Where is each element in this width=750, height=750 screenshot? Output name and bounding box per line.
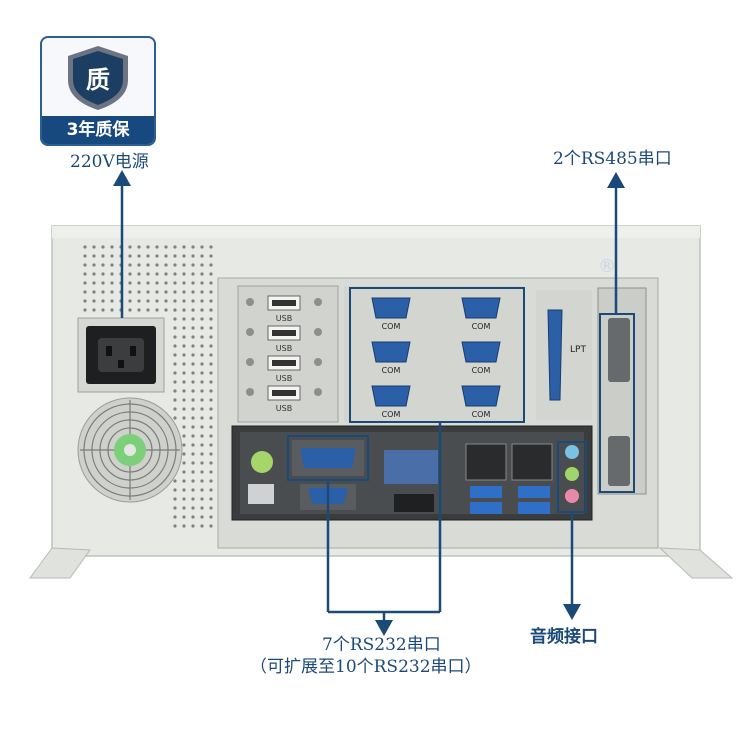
- left-foot: [29, 547, 91, 579]
- usb-ports: [267, 295, 301, 401]
- lpt-port: LPT: [536, 290, 592, 420]
- audio-label: 音频接口: [530, 627, 598, 647]
- badge-text: 3年质保: [42, 116, 154, 144]
- com-label: COM: [472, 366, 491, 375]
- com-label: COM: [472, 322, 491, 331]
- shield-icon: 质: [68, 46, 128, 110]
- com-label: COM: [382, 322, 401, 331]
- usb-label: USB: [276, 374, 292, 383]
- usb-label: USB: [276, 404, 292, 413]
- vent-holes: [80, 245, 216, 530]
- warranty-badge: 质 3年质保: [40, 36, 156, 146]
- com-label: COM: [472, 410, 491, 419]
- rs232-label-line2: （可扩展至10个RS232串口）: [250, 657, 482, 677]
- psu-fan: [77, 397, 183, 503]
- right-foot: [658, 547, 734, 579]
- badge-glyph: 质: [86, 66, 110, 94]
- io-shield-ports: [248, 440, 579, 514]
- com-highlight-box: [349, 287, 525, 423]
- com-label: COM: [382, 410, 401, 419]
- rs232-label-line1: 7个RS232串口: [322, 635, 441, 655]
- com-ports: [371, 297, 501, 407]
- com-label: COM: [382, 366, 401, 375]
- rs485-label: 2个RS485串口: [553, 149, 672, 169]
- rs485-card: [597, 287, 647, 495]
- lpt-label: LPT: [570, 345, 586, 355]
- power-socket: [77, 317, 165, 393]
- power-label: 220V电源: [70, 152, 149, 172]
- usb-label: USB: [276, 314, 292, 323]
- usb-label: USB: [276, 344, 292, 353]
- callout-lines: [113, 170, 625, 636]
- registered-mark: ®: [598, 256, 616, 277]
